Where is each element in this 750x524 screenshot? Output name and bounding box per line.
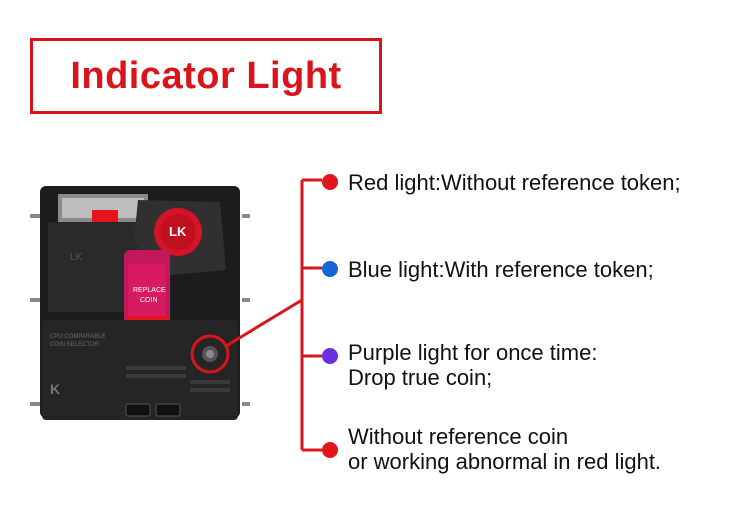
page-title: Indicator Light [70,54,342,97]
indicator-label: Blue light:With reference token; [348,257,654,282]
indicator-label-line2: or working abnormal in red light. [348,449,662,474]
svg-text:COIN: COIN [140,297,158,304]
indicator-label-line1: Purple light for once time: [348,340,598,365]
blue-dot-icon [322,261,338,277]
red-dot-icon [322,442,338,458]
coin-selector-image: LK LK REPLACE COIN CPU COMPARABLE COIN S… [30,186,250,420]
title-box: Indicator Light [30,38,382,114]
svg-text:COIN SELECTOR: COIN SELECTOR [50,342,100,348]
indicator-label-line1: Without reference coin [348,424,569,449]
panel-text: CPU COMPARABLE [50,334,106,340]
red-dot-icon [322,174,338,190]
indicator-item-purple: Purple light for once time: Drop true co… [322,340,597,390]
indicator-label: Red light:Without reference token; [348,170,681,195]
indicator-item-abnormal: Without reference coin or working abnorm… [322,424,661,474]
device-logo-upper: LK [70,252,83,263]
cover-logo: LK [169,224,187,239]
indicator-item-blue: Blue light:With reference token; [322,257,654,282]
device-logo-lower: K [50,381,60,397]
replace-coin-label: REPLACE [133,287,166,294]
purple-dot-icon [322,348,338,364]
indicator-label-line2: Drop true coin; [348,365,493,390]
indicator-item-red: Red light:Without reference token; [322,170,681,195]
